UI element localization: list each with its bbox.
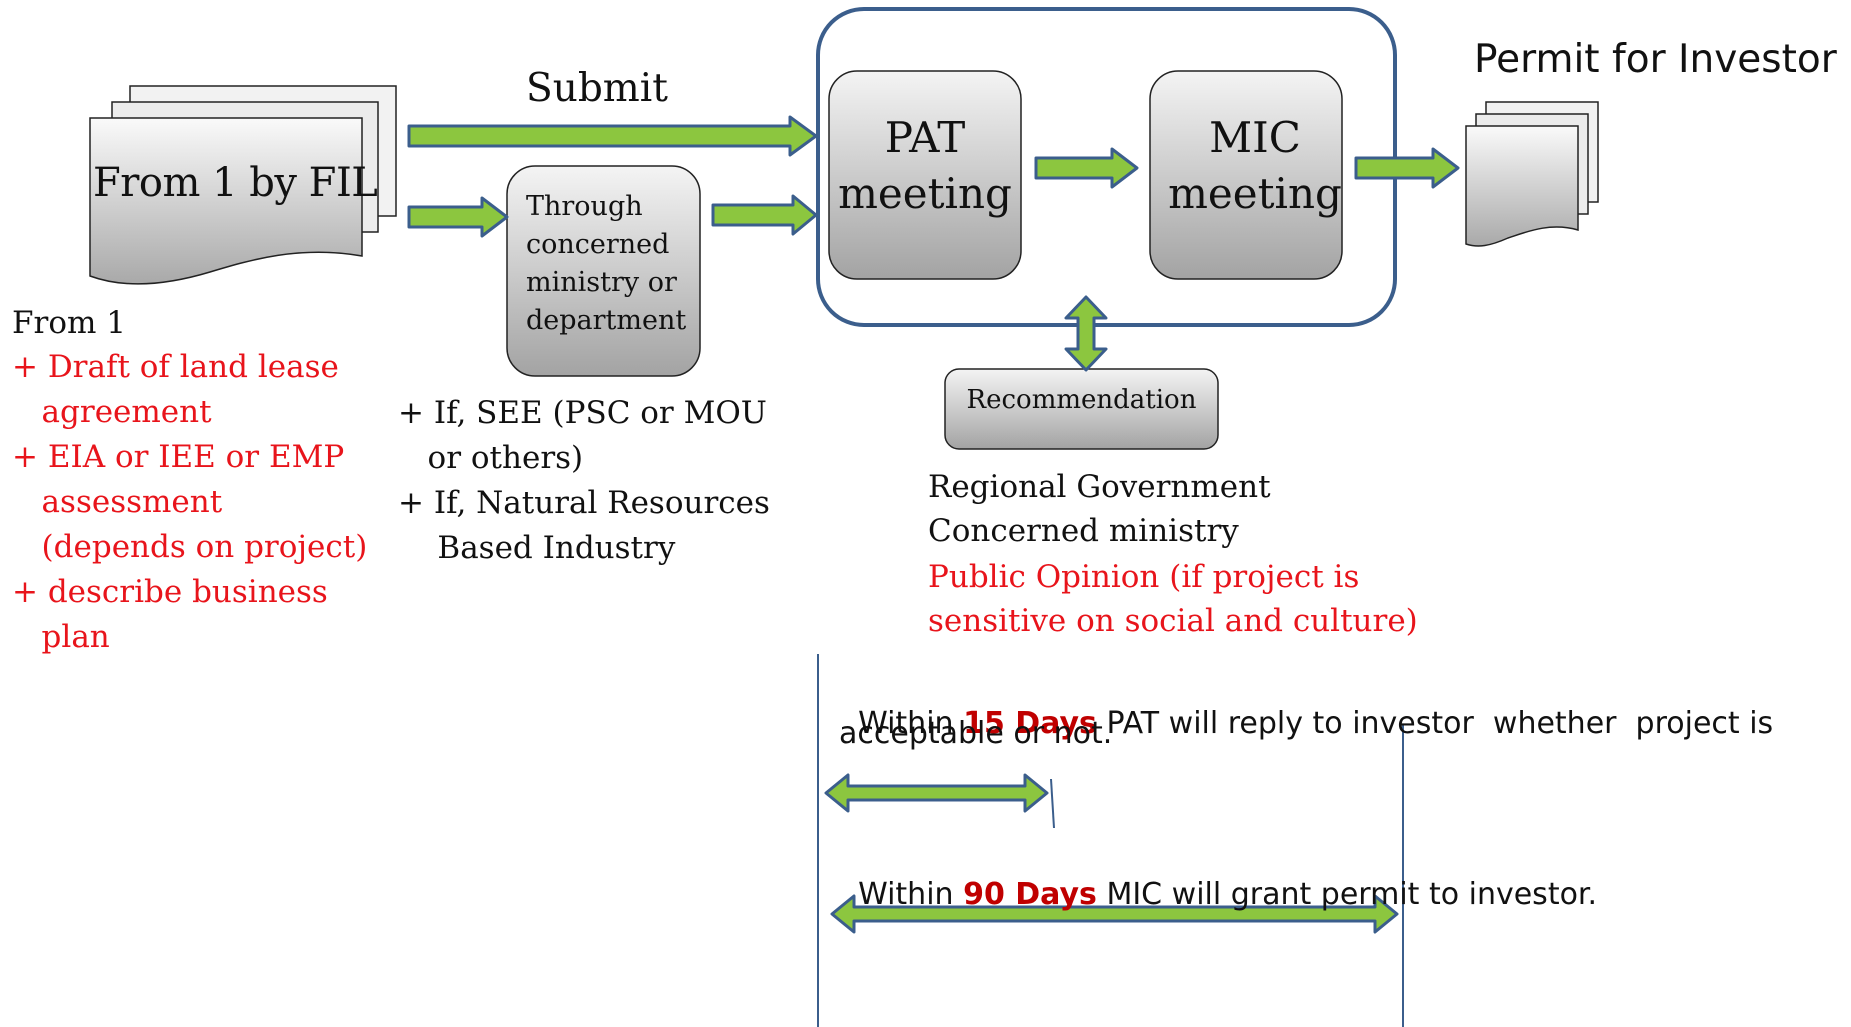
ministry-box [506, 165, 701, 377]
submit-arrow [407, 115, 818, 157]
mic-grant-days: 90 Days [963, 877, 1097, 912]
recommendation-double-arrow [1064, 295, 1108, 372]
form-item: + EIA or IEE or EMP [12, 439, 345, 475]
form-document-label: From 1 by FIL [93, 160, 378, 206]
ministry-condition: Based Industry [398, 530, 676, 566]
pat-line: meeting [838, 169, 1012, 218]
ministry-box-line: department [526, 305, 687, 336]
timeline-90-day-arrow [830, 894, 1399, 934]
ministry-to-pat-arrow [711, 194, 818, 236]
permit-label: Permit for Investor [1474, 37, 1837, 82]
submit-label: Submit [526, 66, 668, 111]
mic-to-permit-arrow [1354, 147, 1460, 189]
public-opinion-line: Public Opinion (if project is [928, 559, 1360, 595]
pat-line: PAT [884, 113, 966, 162]
pat-reply-text: Within 15 Days PAT will reply to investo… [839, 671, 1773, 741]
public-opinion-line: sensitive on social and culture) [928, 603, 1418, 639]
recommendation-label: Recommendation [966, 385, 1197, 415]
mic-grant-suffix: MIC will grant permit to investor. [1096, 877, 1598, 912]
recommendation-source: Concerned ministry [928, 513, 1239, 549]
ministry-box-label: Through concerned ministry or department [526, 188, 686, 340]
timeline-15-day-arrow [824, 773, 1049, 813]
form-document-stack [89, 85, 397, 285]
recommendation-source: Regional Government [928, 469, 1271, 505]
pat-reply-prefix: Within [858, 706, 964, 741]
recommendation-box [944, 368, 1219, 450]
mic-line: MIC [1209, 113, 1301, 162]
form-heading: From 1 [12, 305, 126, 341]
ministry-condition: + If, Natural Resources [398, 485, 770, 521]
pat-to-mic-arrow [1034, 147, 1139, 189]
pat-reply-suffix: PAT will reply to investor whether proje… [1096, 706, 1774, 741]
form-item: assessment [12, 484, 223, 520]
ministry-condition: + If, SEE (PSC or MOU [398, 395, 767, 431]
mic-meeting-box [1149, 70, 1343, 280]
permit-sheet-front [1465, 125, 1579, 247]
form-item: (depends on project) [12, 529, 368, 565]
ministry-condition: or others) [398, 440, 584, 476]
mic-grant-text: Within 90 Days MIC will grant permit to … [839, 842, 1597, 912]
doc-sheet-front [89, 117, 363, 285]
pat-meeting-box [828, 70, 1022, 280]
ministry-box-line: concerned [526, 229, 670, 260]
permit-document-stack [1465, 101, 1599, 247]
form-item: + describe business [12, 574, 328, 610]
mic-meeting-label: MIC meeting [1150, 110, 1360, 222]
mic-grant-prefix: Within [858, 877, 964, 912]
form-item: plan [12, 619, 110, 655]
pat-reply-line2: acceptable or not. [839, 716, 1113, 751]
pat-meeting-label: PAT meeting [829, 110, 1021, 222]
pat-reply-days: 15 Days [963, 706, 1097, 741]
form-item: + Draft of land lease [12, 349, 339, 385]
form-item: agreement [12, 394, 212, 430]
ministry-box-line: ministry or [526, 267, 677, 298]
mic-line: meeting [1168, 169, 1342, 218]
timeline-15-day-tick [1050, 778, 1055, 829]
form-to-ministry-arrow [407, 196, 509, 238]
ministry-box-line: Through [526, 191, 643, 222]
